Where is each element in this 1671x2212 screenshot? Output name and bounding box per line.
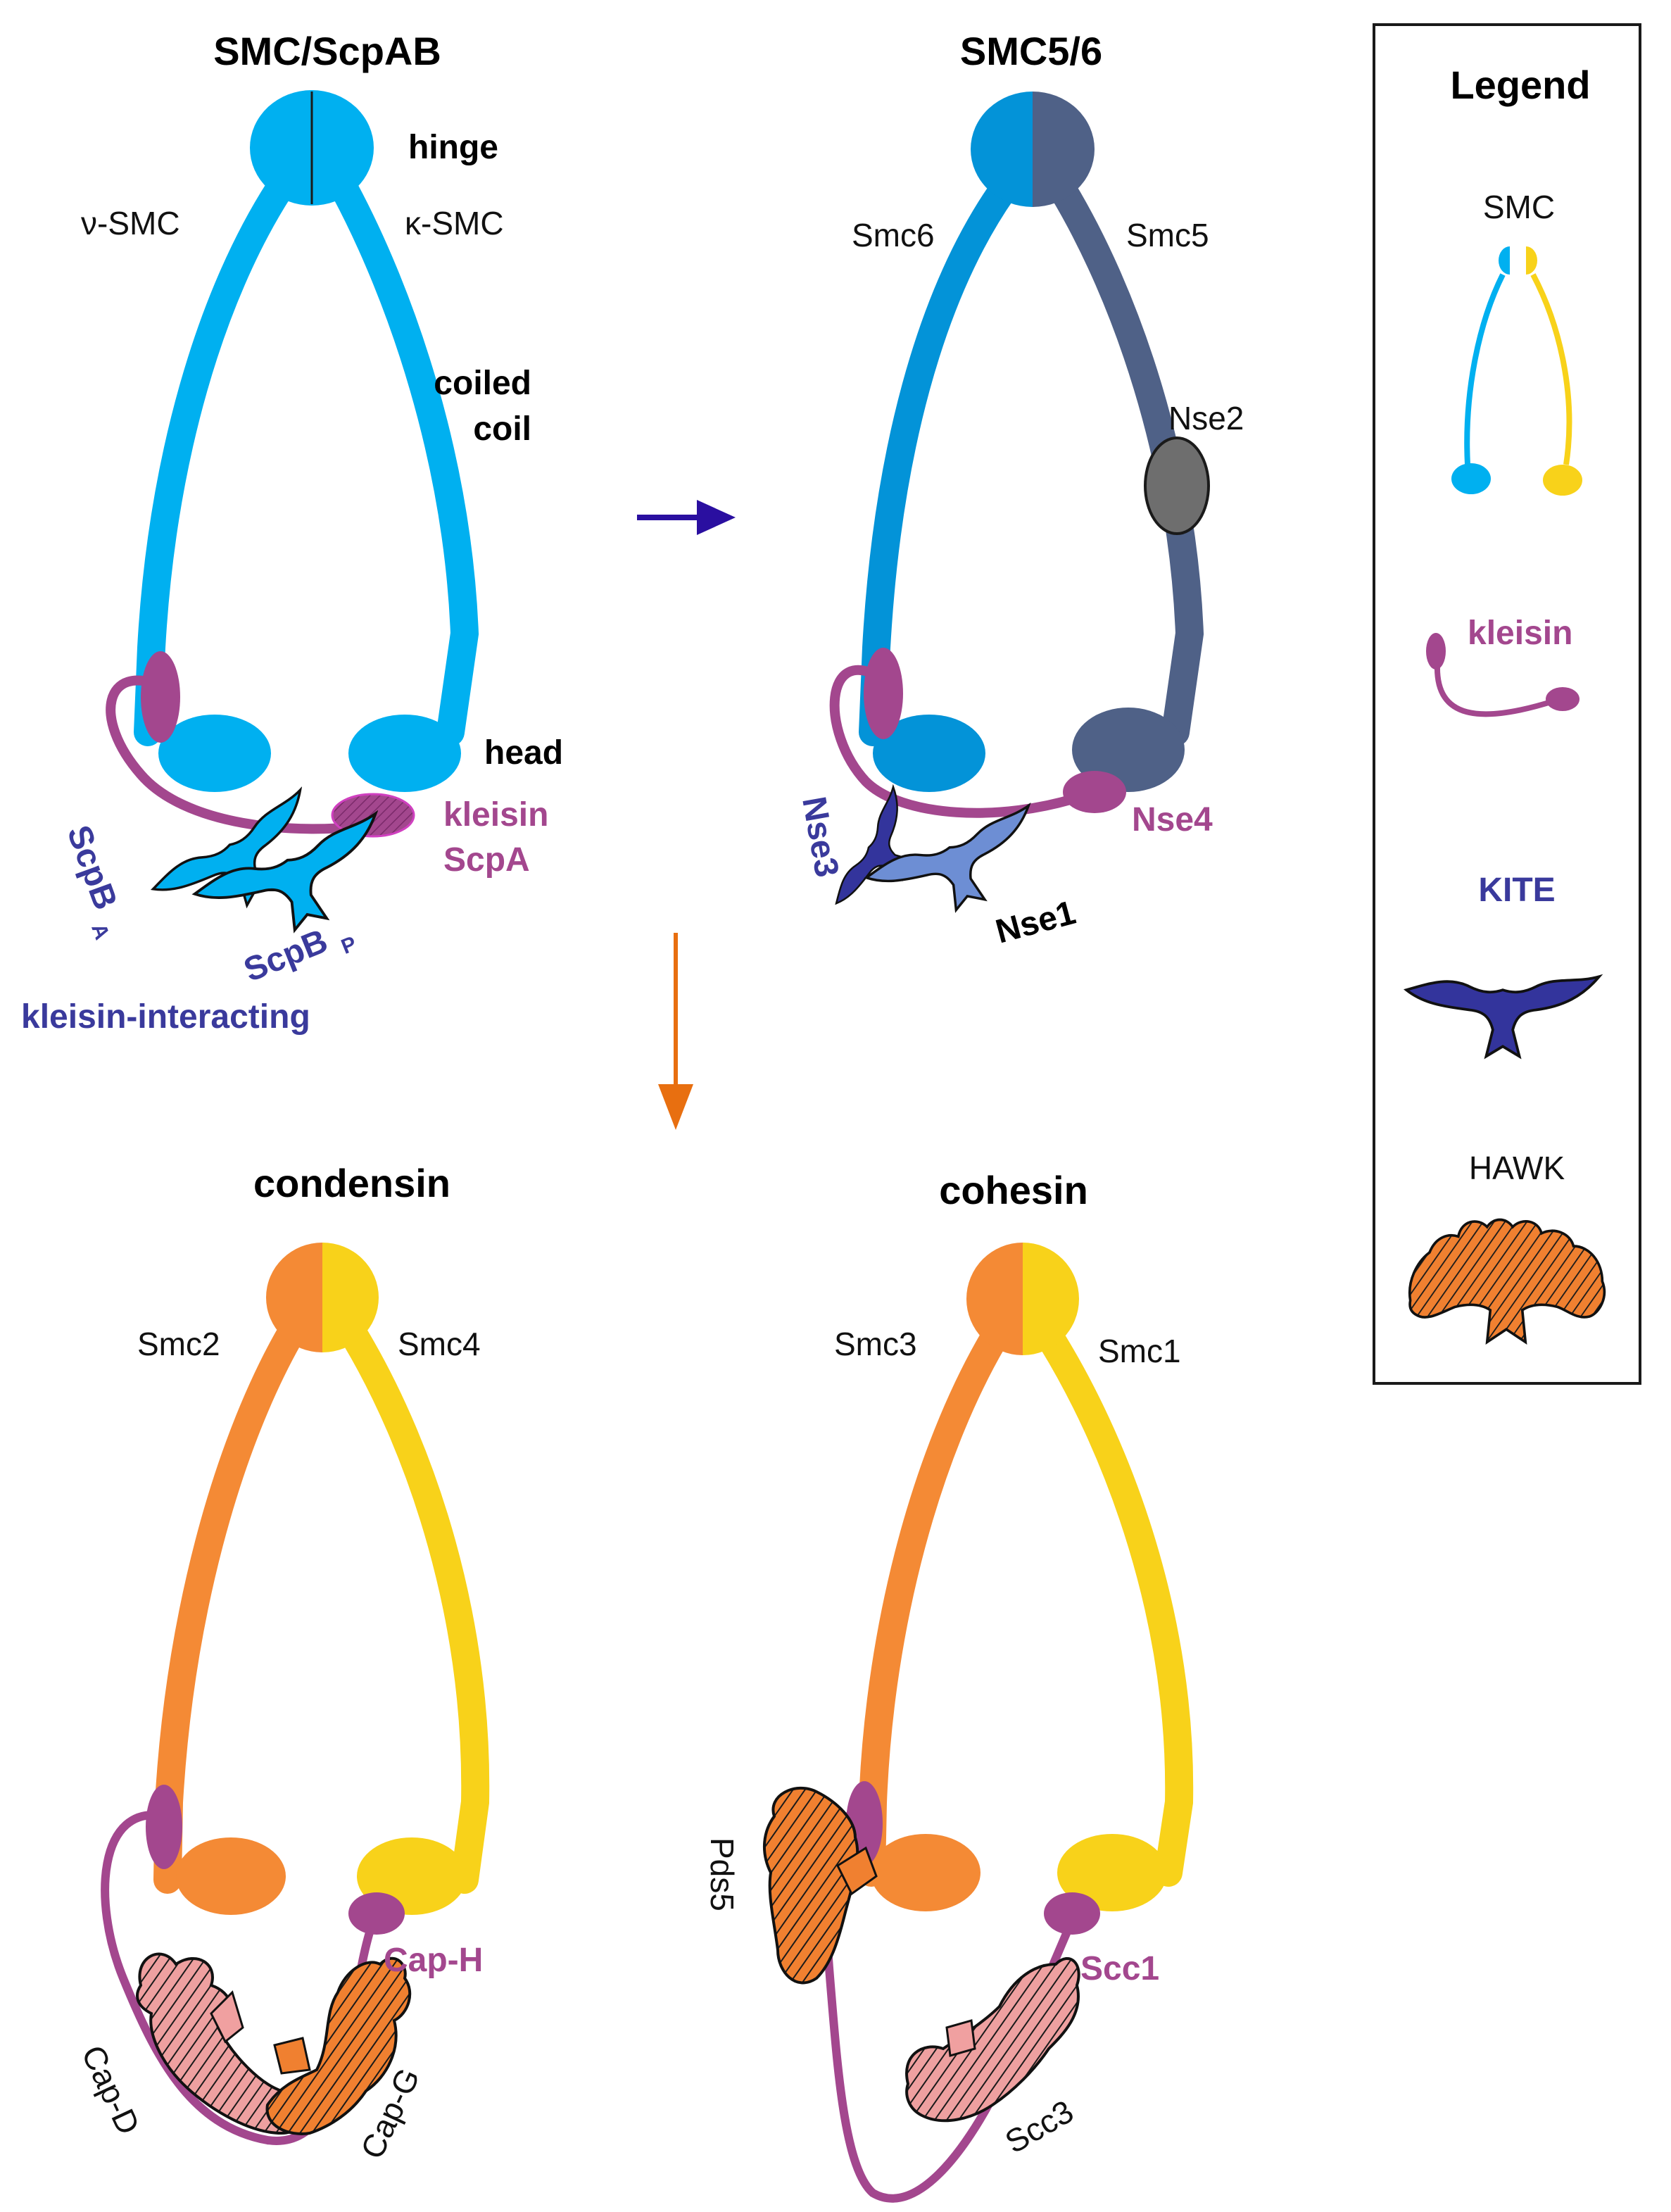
nse1-label: Nse1 (992, 894, 1080, 951)
legend-kleisin-icon (1426, 633, 1579, 717)
coiled-label: coiled (434, 365, 531, 402)
scc1-c-terminal-domain (1044, 1892, 1100, 1935)
cap-h-n-terminal-domain (146, 1785, 182, 1869)
cap-h-c-terminal-domain (348, 1892, 405, 1935)
condensin-title: condensin (253, 1161, 450, 1205)
legend-smc-label: SMC (1483, 189, 1555, 225)
nu-smc-label: ν-SMC (81, 205, 180, 241)
cohesin-title: cohesin (939, 1168, 1088, 1212)
nu-smc-head (158, 715, 271, 792)
kleisin-scpa-chain (106, 675, 389, 834)
smc5-label: Smc5 (1126, 217, 1209, 253)
nse3-label: Nse3 (795, 794, 845, 880)
head-label: head (484, 734, 563, 772)
smc1-hinge-half (1023, 1243, 1079, 1355)
pds5-hawk-icon (762, 1787, 859, 1985)
pds5-label: Pds5 (704, 1837, 740, 1911)
smc6-label: Smc6 (852, 217, 935, 253)
arrow-to-smc56 (637, 500, 736, 535)
cohesin-panel: cohesin Smc3 Smc1 Scc1 Pds5 Scc3 (704, 1168, 1194, 2203)
cap-d-label: Cap-D (75, 2040, 147, 2139)
smc6-head (873, 715, 985, 792)
smc3-label: Smc3 (834, 1326, 917, 1362)
smc-scpab-panel: SMC/ScpAB hinge ν-SMC κ-SMC coiled coil … (21, 29, 563, 1036)
cap-h-label: Cap-H (384, 1942, 483, 1979)
legend-kleisin-label: kleisin (1468, 615, 1572, 652)
nse4-kleisin-chain (829, 665, 1089, 818)
smc4-label: Smc4 (398, 1326, 481, 1362)
nse4-c-terminal-domain (1063, 771, 1126, 813)
arrow-to-condensin-cohesin (658, 933, 693, 1130)
kleisin-label: kleisin (443, 796, 548, 834)
kappa-smc-head (348, 715, 461, 792)
coil-label: coil (473, 410, 531, 448)
smc3-arm (857, 1327, 1007, 1887)
scpa-label: ScpA (443, 841, 530, 879)
scc3-label: Scc3 (999, 2092, 1080, 2160)
pds5-hawk-tail (836, 1846, 878, 1896)
kappa-smc-arm (331, 176, 479, 746)
smc56-panel: SMC5/6 Smc6 Smc5 Nse2 Nse4 Nse3 Nse1 (795, 29, 1244, 951)
smc1-arm (1038, 1327, 1194, 1887)
kleisin-interacting-label: kleisin-interacting (21, 998, 310, 1036)
smc2-arm (153, 1324, 303, 1894)
kleisin-n-terminal-domain (141, 651, 180, 743)
legend-title: Legend (1450, 63, 1590, 107)
cap-g-hawk-tail (273, 2037, 311, 2075)
scpb-a-subscript: A (87, 920, 113, 943)
cap-g-hawk-icon (265, 1956, 412, 2135)
kappa-smc-label: κ-SMC (405, 205, 504, 241)
smc2-head (176, 1837, 286, 1915)
smc-scpab-title: SMC/ScpAB (213, 29, 441, 73)
scpb-p-subscript: P (338, 932, 360, 959)
smc6-arm (859, 176, 1017, 746)
scc3-hawk-icon (905, 1957, 1080, 2123)
nu-smc-arm (134, 176, 293, 746)
hinge-label: hinge (408, 129, 498, 166)
scc1-label: Scc1 (1080, 1950, 1159, 1987)
smc6-hinge-half (971, 92, 1033, 207)
scpb-p-label: ScpB (239, 922, 333, 989)
condensin-panel: condensin Smc2 Smc4 Cap-H Cap-D Cap-G (75, 1161, 490, 2164)
scc3-hawk-tail (945, 2019, 976, 2057)
smc3-hinge-half (966, 1243, 1023, 1355)
smc5-head (1072, 708, 1185, 792)
legend-hawk-label: HAWK (1469, 1150, 1565, 1186)
legend-smc-icon (1451, 246, 1582, 496)
smc4-arm (341, 1324, 490, 1894)
smc5-hinge-half (1033, 92, 1095, 207)
cap-d-hawk-tail (210, 1990, 244, 2044)
nse2-subunit (1144, 436, 1210, 535)
smc56-title: SMC5/6 (960, 29, 1102, 73)
nse2-label: Nse2 (1168, 400, 1244, 436)
smc2-label: Smc2 (137, 1326, 220, 1362)
scpb-a-label: ScpB (60, 821, 125, 915)
smc4-hinge-half (322, 1243, 379, 1352)
smc1-head (1057, 1834, 1167, 1911)
scpb-a-label-group: ScpB A (60, 821, 125, 943)
legend-kite-label: KITE (1478, 872, 1555, 909)
legend-box: Legend SMC kleisin KITE HAWK (1373, 23, 1641, 1385)
smc2-hinge-half (266, 1243, 322, 1352)
nse4-n-terminal-domain (864, 648, 903, 739)
smc5-arm (1049, 176, 1204, 746)
smc3-head (871, 1834, 980, 1911)
smc1-label: Smc1 (1098, 1333, 1181, 1369)
nse4-label: Nse4 (1132, 801, 1213, 838)
